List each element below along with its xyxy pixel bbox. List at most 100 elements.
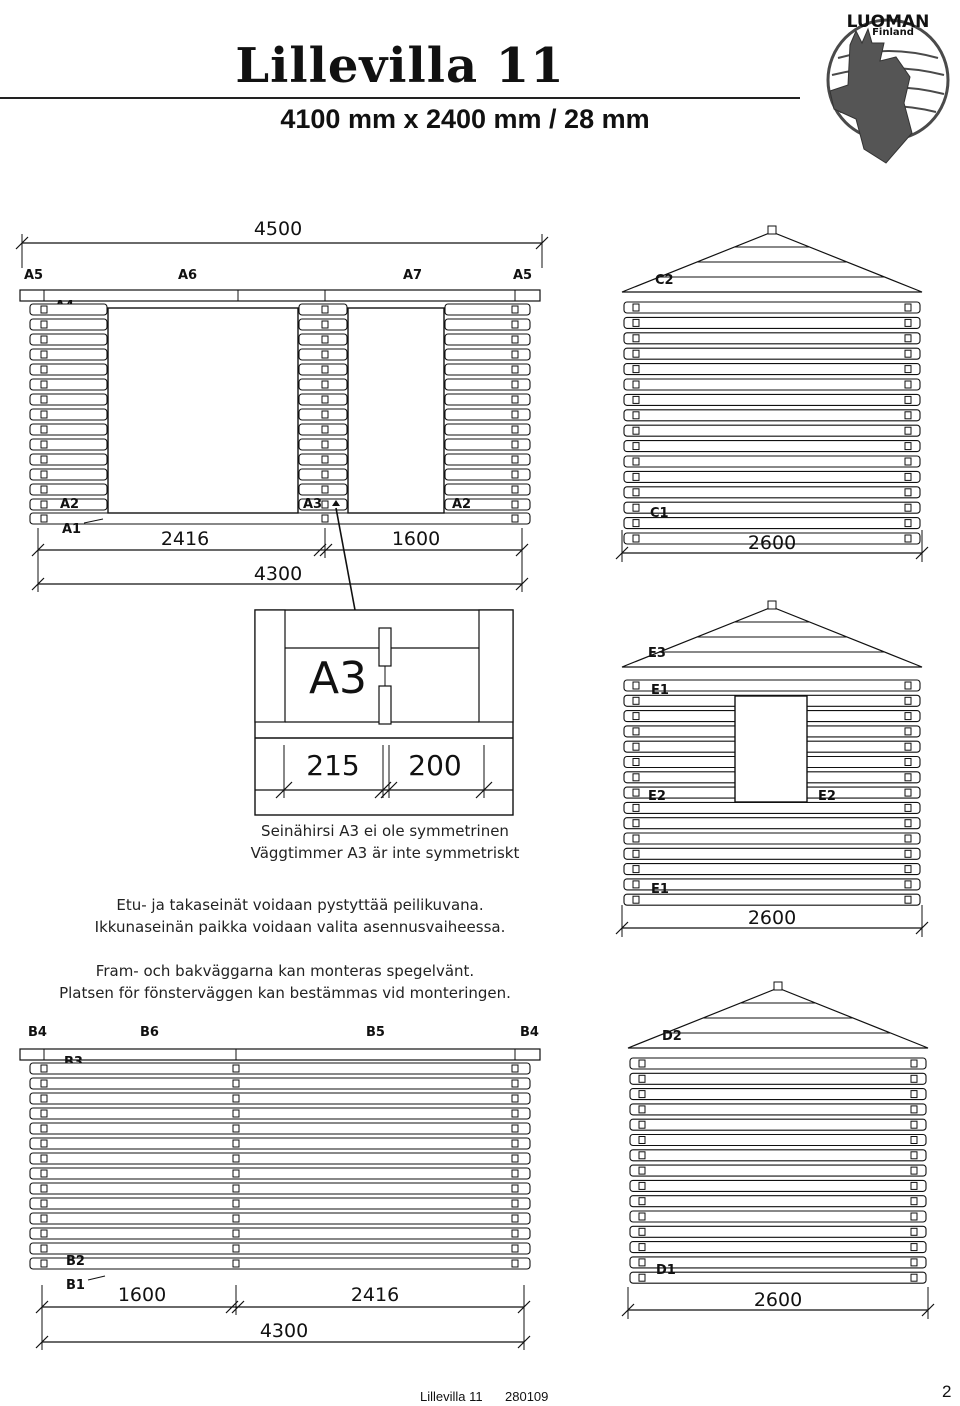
log-course bbox=[623, 424, 921, 437]
detail-dimension-200: 200 bbox=[408, 749, 461, 782]
log-course bbox=[629, 1072, 927, 1085]
label-b4-right: B4 bbox=[520, 1025, 539, 1040]
log-course bbox=[29, 363, 108, 376]
log-notch bbox=[904, 457, 912, 466]
dimension-4300-b: 4300 bbox=[260, 1320, 308, 1342]
log-course bbox=[629, 1164, 927, 1177]
log-course bbox=[29, 378, 108, 391]
log-notch bbox=[511, 1199, 519, 1208]
log-course bbox=[629, 1241, 927, 1254]
log-course bbox=[444, 408, 531, 421]
log-course bbox=[29, 1167, 531, 1180]
log-notch bbox=[632, 457, 640, 466]
log-course bbox=[623, 847, 921, 860]
log-notch bbox=[40, 1214, 48, 1223]
log-notch bbox=[632, 727, 640, 736]
log-notch bbox=[40, 470, 48, 479]
log-course bbox=[623, 801, 921, 814]
log-notch bbox=[632, 819, 640, 828]
log-notch bbox=[321, 350, 329, 359]
log-course bbox=[623, 470, 921, 483]
log-notch bbox=[511, 1139, 519, 1148]
ridge-notch bbox=[767, 600, 777, 610]
log-course bbox=[29, 1257, 531, 1270]
log-notch bbox=[40, 1199, 48, 1208]
log-notch bbox=[632, 758, 640, 766]
label-a5-right: A5 bbox=[513, 268, 532, 283]
log-notch bbox=[910, 1243, 918, 1252]
label-a2-right: A2 bbox=[452, 497, 471, 512]
log-course bbox=[629, 1225, 927, 1238]
a3-note: Seinähirsi A3 ei ole symmetrinen Väggtim… bbox=[230, 820, 540, 864]
label-b4-left: B4 bbox=[28, 1025, 47, 1040]
log-course bbox=[623, 817, 921, 830]
label-b5: B5 bbox=[366, 1025, 385, 1040]
log-notch bbox=[321, 305, 329, 314]
log-course bbox=[444, 348, 531, 361]
log-course bbox=[629, 1195, 927, 1208]
log-notch bbox=[904, 773, 912, 782]
dimension-1600-b: 1600 bbox=[118, 1284, 166, 1306]
gable-d-elevation: D2 D1 2600 bbox=[621, 981, 935, 1319]
log-course bbox=[623, 878, 921, 891]
log-notch bbox=[632, 895, 640, 904]
log-notch bbox=[638, 1212, 646, 1221]
log-notch bbox=[511, 1184, 519, 1193]
log-course bbox=[444, 483, 531, 496]
assembly-note-fi: Etu- ja takaseinät voidaan pystyttää pei… bbox=[40, 894, 560, 938]
dimension-2416: 2416 bbox=[161, 528, 209, 550]
gable-c-elevation: C2 C1 2600 bbox=[615, 225, 929, 562]
log-notch bbox=[40, 500, 48, 509]
logo-country: Finland bbox=[872, 27, 914, 38]
log-notch bbox=[904, 758, 912, 766]
log-course bbox=[29, 1062, 531, 1075]
log-notch bbox=[910, 1059, 918, 1068]
log-notch bbox=[40, 1229, 48, 1238]
log-notch bbox=[232, 1244, 240, 1253]
label-b6: B6 bbox=[140, 1025, 159, 1040]
log-course bbox=[29, 333, 108, 346]
log-notch bbox=[632, 303, 640, 312]
log-notch bbox=[511, 1244, 519, 1253]
log-notch bbox=[904, 534, 912, 543]
log-notch bbox=[511, 410, 519, 419]
log-course bbox=[444, 378, 531, 391]
log-course bbox=[29, 408, 108, 421]
label-a2-left: A2 bbox=[60, 497, 79, 512]
log-notch bbox=[40, 350, 48, 359]
log-notch bbox=[232, 1184, 240, 1193]
log-notch bbox=[632, 865, 640, 874]
label-a7: A7 bbox=[403, 268, 422, 283]
log-notch bbox=[910, 1273, 918, 1282]
label-a3: A3 bbox=[303, 497, 322, 512]
log-course bbox=[444, 333, 531, 346]
a3-note-fi: Seinähirsi A3 ei ole symmetrinen bbox=[261, 822, 509, 840]
log-notch bbox=[904, 303, 912, 312]
log-notch bbox=[638, 1074, 646, 1083]
log-notch bbox=[40, 1259, 48, 1268]
log-notch bbox=[632, 834, 640, 843]
page-number: 2 bbox=[942, 1382, 952, 1401]
label-a1: A1 bbox=[62, 522, 81, 537]
assembly-note-fi-line2: Ikkunaseinän paikka voidaan valita asenn… bbox=[94, 918, 506, 936]
log-notch bbox=[632, 365, 640, 374]
log-course bbox=[623, 893, 921, 906]
page-title: Lillevilla 11 bbox=[235, 38, 565, 94]
log-course bbox=[29, 318, 108, 331]
log-notch bbox=[40, 380, 48, 389]
log-notch bbox=[40, 1154, 48, 1163]
log-course bbox=[629, 1057, 927, 1070]
log-notch bbox=[511, 1124, 519, 1133]
log-course bbox=[29, 1107, 531, 1120]
log-notch bbox=[904, 880, 912, 889]
log-notch bbox=[632, 742, 640, 751]
log-notch bbox=[232, 1124, 240, 1133]
log-notch bbox=[40, 395, 48, 404]
log-notch bbox=[232, 1109, 240, 1118]
a3-log-detail: A3 215 200 bbox=[254, 609, 514, 816]
log-course bbox=[29, 468, 108, 481]
log-notch bbox=[904, 365, 912, 374]
log-notch bbox=[638, 1243, 646, 1252]
window-opening bbox=[347, 307, 445, 514]
log-course bbox=[29, 348, 108, 361]
